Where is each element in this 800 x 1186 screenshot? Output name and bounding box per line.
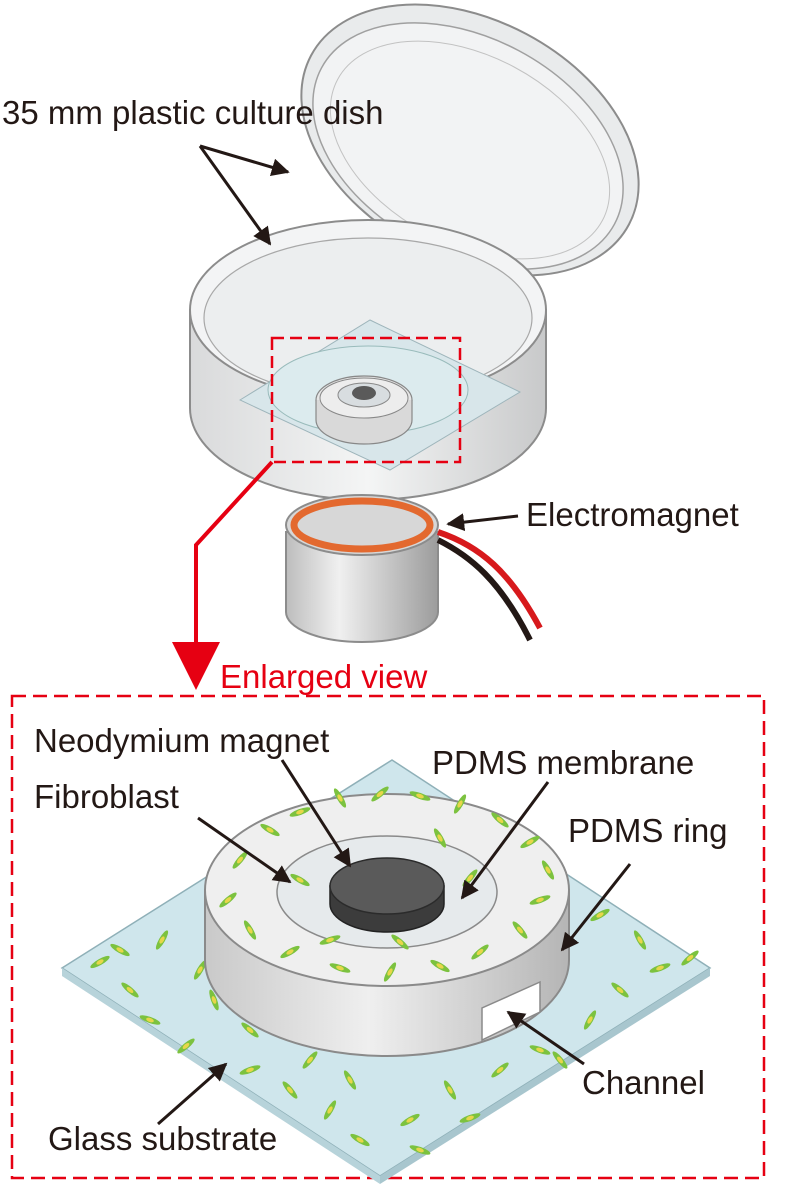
fibroblast-cell [453,794,467,814]
fibroblast-cell [520,835,540,849]
fibroblast-cell [209,989,219,1011]
fibroblast-cell [90,955,110,969]
fibroblast-cell [400,1113,420,1127]
fibroblast-cell [289,807,311,817]
fibroblast-cell [541,860,555,880]
pdms-ring-label: PDMS ring [568,812,728,849]
fibroblast-cell [430,959,450,973]
dish-bottom [189,219,547,501]
fibroblast-cell [155,930,169,950]
fibroblast-cell [590,908,610,922]
fibroblast-cell [239,1065,261,1075]
enlarge-arrow [172,460,274,690]
fibroblast-cell [302,1051,318,1069]
fibroblast-cell [409,791,431,801]
fibroblast-cell [232,851,248,869]
fibroblast-cell [139,1015,161,1025]
glass-substrate-label: Glass substrate [48,1120,277,1157]
fibroblast-cell [343,1070,357,1090]
fibroblast-cell [529,895,551,905]
fibroblast-cell [471,944,489,960]
fibroblast-cell [371,786,389,802]
fibroblast-cell [433,828,447,848]
fibroblast-cell [409,1145,431,1155]
channel-callout-arrow [506,1010,585,1066]
channel-label: Channel [582,1064,705,1101]
fibroblast-cell [391,934,409,950]
pdms-membrane-label: PDMS membrane [432,744,694,781]
fibroblast-cell [633,930,647,950]
fibroblast-cell [193,960,207,980]
fibroblast-cell [529,1045,551,1055]
fibroblast-cell [459,1113,481,1123]
fibroblast-cell [333,788,347,808]
fibroblast-cell [611,982,629,998]
fibroblast-cell [512,921,528,939]
fibroblast-cell [383,962,397,982]
fibroblast-cell [443,1080,457,1100]
electromagnet [285,494,543,643]
dish-callout-arrows [198,144,290,246]
fibroblast-cell [121,982,139,998]
electromagnet-label: Electromagnet [526,496,739,533]
fibroblast-cell [681,950,699,966]
fibroblast-cell [241,1022,259,1038]
fibroblast-cell [491,1062,509,1078]
ring-callout-arrow [560,863,632,952]
fibroblast-cell [323,1100,337,1120]
fibroblast-cell [319,935,341,945]
fibroblast-label: Fibroblast [34,778,179,815]
neodymium-magnet [329,857,445,933]
enlarged-view-label: Enlarged view [220,658,427,695]
fibroblast-cell [243,920,257,940]
fibroblast-cell [552,1051,568,1069]
electromagnet-callout-arrow [446,513,519,532]
fibroblast-cell [260,823,280,837]
neodymium-magnet-label: Neodymium magnet [34,722,329,759]
glass-callout-arrow [157,1062,228,1126]
dish-lid [300,3,640,277]
fibroblast-cell [491,812,509,828]
dish-label: 35 mm plastic culture dish [2,94,383,131]
fibroblast-cell [110,943,130,957]
neodymium-callout-arrow [280,759,352,868]
fibroblast-cell [280,945,300,959]
fibroblast-cell [329,963,351,973]
fibroblast-cell [290,873,310,887]
fibroblast-callout-arrow [197,816,292,884]
fibroblast-cell [649,963,671,973]
membrane-callout-arrow [460,781,550,900]
glass-cell-group [90,908,699,1155]
fibroblast-cell [350,1133,370,1147]
zoom-region-box [270,336,462,464]
fibroblast-cell [282,1081,298,1099]
ring-cell-group [219,786,555,982]
fibroblast-cell [219,892,237,908]
fibroblast-cell [177,1038,195,1054]
fibroblast-cell [583,1010,597,1030]
